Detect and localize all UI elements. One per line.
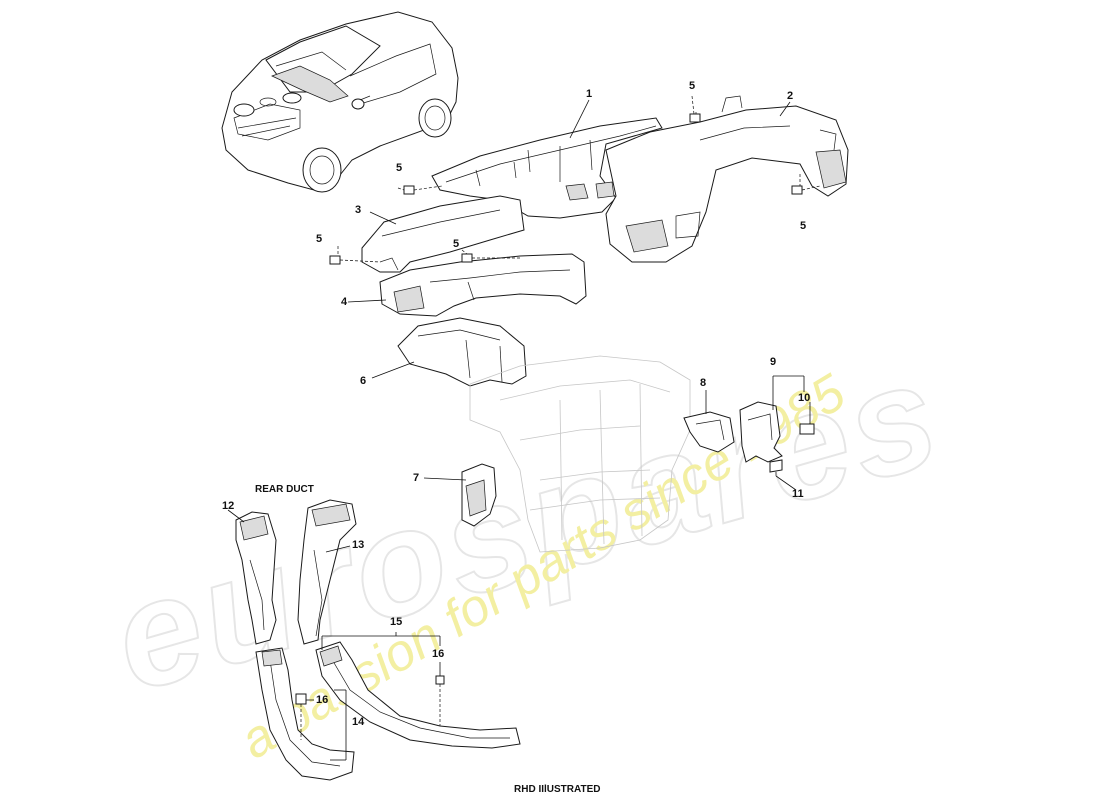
callout-12: 12 <box>222 500 235 512</box>
part-8-outlet <box>683 411 735 453</box>
part-2-right-duct <box>605 95 849 263</box>
part-11-screw <box>769 459 783 476</box>
part-10-clip <box>799 423 815 435</box>
leader-lines <box>227 95 821 761</box>
callout-5-right: 5 <box>800 220 807 232</box>
callout-7: 7 <box>413 472 420 484</box>
callout-13: 13 <box>352 539 365 551</box>
part-6-center-duct <box>397 317 527 387</box>
callout-11: 11 <box>792 488 804 500</box>
part-14-floor-duct <box>255 647 355 781</box>
callout-14: 14 <box>352 716 365 728</box>
callout-4: 4 <box>341 296 348 308</box>
part-9-duct-assy <box>739 401 783 463</box>
callout-5-left: 5 <box>396 162 403 174</box>
callout-6: 6 <box>360 375 367 387</box>
footer-note: RHD IIlUSTRATED <box>514 784 601 795</box>
callout-15: 15 <box>390 616 403 628</box>
rear-duct-label: REAR DUCT <box>255 484 314 495</box>
callout-2: 2 <box>787 90 794 102</box>
part-4-lower-duct <box>379 253 587 317</box>
vehicle-illustration <box>221 11 459 193</box>
screw-5-set <box>329 113 803 265</box>
part-7-outlet <box>461 463 497 527</box>
part-15-floor-duct <box>315 641 521 749</box>
part-13-rear-duct <box>297 499 357 645</box>
callout-9: 9 <box>770 356 777 368</box>
callout-16-right: 16 <box>432 648 445 660</box>
callout-8: 8 <box>700 377 707 389</box>
part-1-upper-duct <box>431 117 663 219</box>
callout-16-left: 16 <box>316 694 329 706</box>
hvac-unit-outline <box>469 355 691 553</box>
callout-10: 10 <box>798 392 811 404</box>
part-12-rear-duct <box>235 511 277 645</box>
callout-5-top: 5 <box>689 80 696 92</box>
part-3-left-duct <box>361 195 525 273</box>
callout-5-lower: 5 <box>316 233 323 245</box>
callout-1: 1 <box>586 88 593 100</box>
callout-3: 3 <box>355 204 362 216</box>
callout-5-center: 5 <box>453 238 460 250</box>
screw-16-set <box>295 675 445 705</box>
